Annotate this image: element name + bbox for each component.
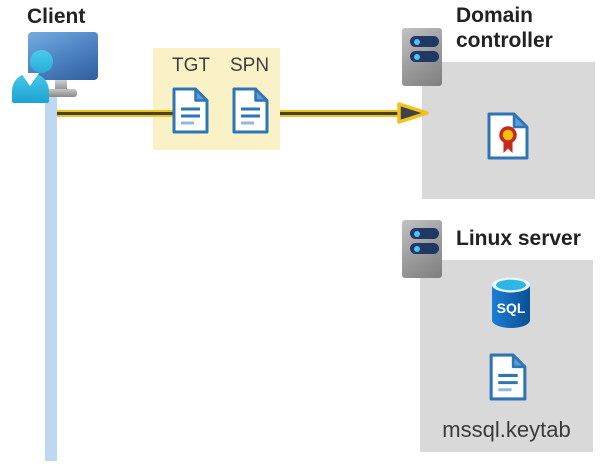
domain-controller-label: Domain controller	[456, 4, 553, 52]
tgt-label: TGT	[172, 55, 210, 76]
user-icon-body	[12, 73, 49, 103]
linux-server-icon	[402, 220, 442, 278]
auth-arrow-segment-left	[57, 110, 177, 117]
sql-database-icon: SQL	[492, 277, 530, 328]
domain-controller-server-icon	[402, 28, 442, 86]
tgt-document-icon	[172, 87, 209, 134]
monitor-stand-base	[47, 89, 77, 97]
server-drive-bar	[410, 243, 439, 254]
client-timeline-line	[45, 93, 57, 461]
server-drive-bar	[410, 36, 439, 47]
monitor-stand-neck	[55, 80, 67, 90]
server-led-light	[414, 230, 420, 237]
sql-text: SQL	[497, 300, 526, 316]
arrowhead-icon	[397, 102, 429, 124]
spn-label: SPN	[230, 55, 270, 76]
auth-arrow-core-stripe	[280, 112, 398, 115]
server-drive-bar	[410, 228, 439, 239]
auth-arrow-segment-right	[280, 110, 398, 117]
server-drive-bar	[410, 51, 439, 62]
server-led-light	[414, 38, 420, 45]
server-led-light	[414, 53, 420, 60]
server-led-light	[414, 245, 420, 252]
client-label: Client	[27, 5, 86, 28]
keytab-document-icon	[489, 353, 527, 401]
certificate-icon	[487, 112, 529, 160]
auth-arrow-core-stripe	[57, 112, 177, 115]
linux-server-label: Linux server	[456, 227, 581, 250]
user-icon-head	[30, 50, 53, 73]
keytab-filename-label: mssql.keytab	[442, 417, 571, 442]
user-icon-collar	[21, 73, 39, 86]
spn-document-icon	[232, 87, 269, 134]
